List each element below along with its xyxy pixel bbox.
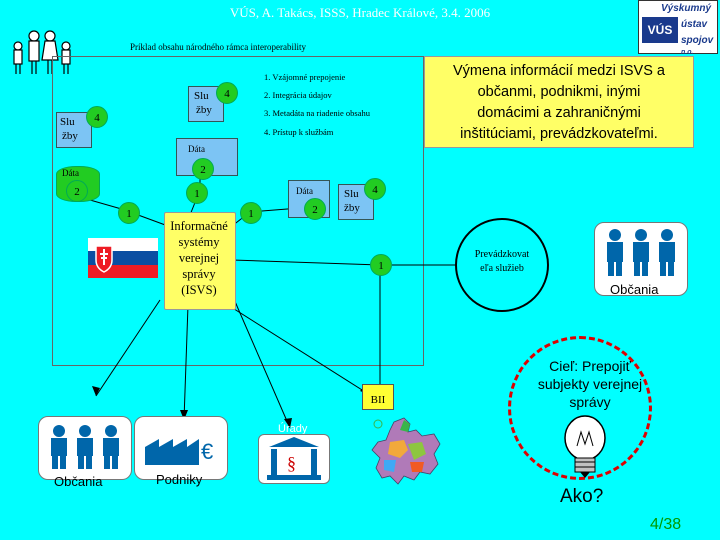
node-1-right: 1 xyxy=(370,254,392,276)
factory-icon: € xyxy=(145,439,213,465)
node-4-right: 4 xyxy=(364,178,386,200)
node-1-left: 1 xyxy=(118,202,140,224)
vus-logo: VÚS Výskumný ústav spojov n.o. xyxy=(638,0,718,56)
node-4-left: 4 xyxy=(86,106,108,128)
lightbulb-icon xyxy=(564,415,606,478)
euro-icon: € xyxy=(201,439,213,464)
step-3: 3. Metadáta na riadenie obsahu xyxy=(264,108,370,118)
node-2-right: 2 xyxy=(304,198,326,220)
diagram-frame xyxy=(52,56,424,366)
data-label-center: Dáta xyxy=(188,144,205,154)
citizens-caption-right: Občania xyxy=(610,282,659,297)
offices-label: Úrady xyxy=(278,423,308,435)
provider-circle xyxy=(455,218,549,312)
family-icon xyxy=(13,30,71,74)
frame-title: Príklad obsahu národného rámca interoper… xyxy=(130,42,306,52)
services-label-top-1: Slu xyxy=(194,90,209,102)
step-4: 4. Prístup k službám xyxy=(264,127,334,137)
logo-mark: VÚS xyxy=(642,17,678,43)
how-question: Ako? xyxy=(560,486,604,507)
services-label-top-2: žby xyxy=(196,104,212,116)
node-2-center: 2 xyxy=(192,158,214,180)
business-card: € xyxy=(134,416,228,480)
slovak-flag xyxy=(88,238,158,278)
logo-line-1: Výskumný xyxy=(661,3,712,14)
logo-line-3: spojov n.o. xyxy=(681,35,714,56)
isvs-box xyxy=(164,212,236,310)
node-4-top: 4 xyxy=(216,82,238,104)
page-number: 4/38 xyxy=(650,516,682,533)
goal-circle xyxy=(508,336,652,480)
services-label-right-1: Slu xyxy=(344,188,359,200)
services-label-right-2: žby xyxy=(344,202,360,214)
citizens-card-left xyxy=(38,416,132,480)
node-2-left: 2 xyxy=(66,180,88,202)
data-label-right: Dáta xyxy=(296,186,313,196)
services-label-left-1: Slu xyxy=(60,116,75,128)
services-label-left-2: žby xyxy=(62,130,78,142)
bii-box: BII xyxy=(362,384,394,410)
citizens-caption-left: Občania xyxy=(54,474,103,489)
building-icon: § xyxy=(267,437,321,480)
node-1-mid: 1 xyxy=(240,202,262,224)
step-2: 2. Integrácia údajov xyxy=(264,90,332,100)
section-sign-icon: § xyxy=(287,453,296,473)
logo-line-2: ústav xyxy=(681,19,708,30)
business-caption: Podniky xyxy=(156,472,203,487)
node-1-center: 1 xyxy=(186,182,208,204)
europe-map-icon xyxy=(371,417,441,485)
people-icon xyxy=(51,425,119,469)
data-label-left: Dáta xyxy=(62,168,79,178)
citizens-card-right xyxy=(594,222,688,296)
people-icon xyxy=(607,229,675,276)
step-1: 1. Vzájomné prepojenie xyxy=(264,72,346,82)
slide-header: VÚS, A. Takács, ISSS, Hradec Králové, 3.… xyxy=(229,5,491,20)
offices-card: § xyxy=(258,434,330,484)
